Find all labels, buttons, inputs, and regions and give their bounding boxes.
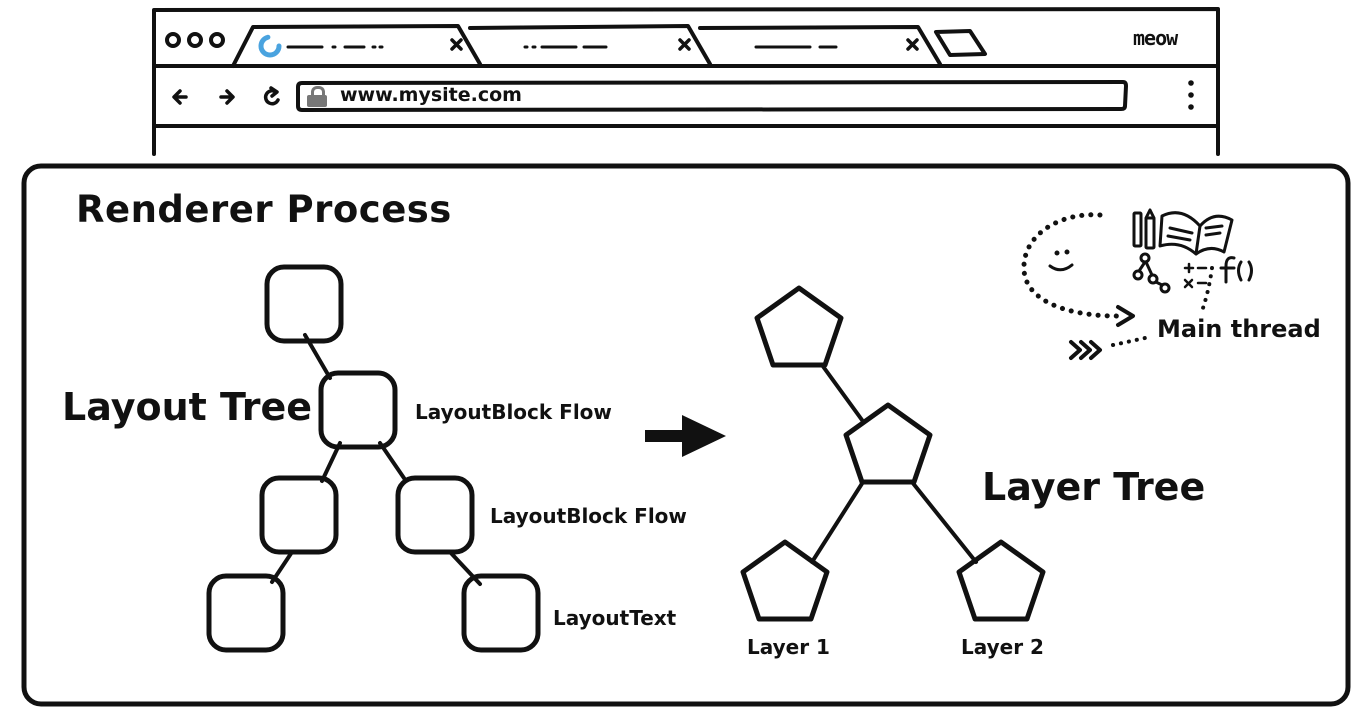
math-operators-icon — [1183, 262, 1208, 289]
reload-icon[interactable] — [263, 86, 280, 106]
main-thread-label: Main thread — [1157, 315, 1321, 343]
tree-icon — [1132, 252, 1171, 294]
layer-node-2 — [956, 539, 1046, 622]
layout-block-flow-label-2: LayoutBlock Flow — [490, 504, 687, 528]
layer-1-label: Layer 1 — [747, 635, 830, 659]
window-controls[interactable] — [165, 32, 225, 48]
tab-3-close-icon[interactable] — [906, 38, 919, 51]
layer-node-middle — [843, 402, 933, 485]
tab-2[interactable] — [468, 24, 712, 66]
menu-icon[interactable] — [1188, 80, 1194, 110]
function-icon — [1219, 256, 1253, 284]
layout-node-block-flow-2 — [395, 475, 475, 555]
transform-arrow — [645, 415, 726, 457]
tab-2-close-icon[interactable] — [678, 38, 691, 51]
back-arrow-icon[interactable] — [172, 89, 188, 105]
url-text[interactable]: www.mysite.com — [340, 84, 522, 106]
layer-node-1 — [740, 539, 830, 622]
browser-window-frame — [152, 7, 1220, 156]
layer-2-label: Layer 2 — [961, 635, 1044, 659]
profile-label[interactable]: meow — [1133, 26, 1178, 50]
layout-node-block-flow-1 — [318, 370, 398, 450]
lock-icon — [307, 86, 327, 107]
layout-block-flow-label-1: LayoutBlock Flow — [415, 400, 612, 424]
layer-tree — [740, 285, 1046, 622]
smiley-icon — [1048, 249, 1074, 272]
layout-node-left-leaf — [206, 573, 286, 653]
tab-3[interactable] — [698, 25, 942, 66]
layout-node-left — [259, 475, 339, 555]
forward-arrow-icon[interactable] — [219, 89, 235, 105]
layer-tree-label: Layer Tree — [982, 465, 1206, 509]
renderer-process-box — [21, 163, 1351, 707]
new-tab-button[interactable] — [934, 29, 987, 57]
layer-node-root — [754, 285, 844, 368]
renderer-process-title: Renderer Process — [76, 188, 452, 231]
tab-1[interactable] — [231, 24, 482, 68]
tab-1-close-icon[interactable] — [450, 38, 463, 51]
layout-tree — [206, 264, 541, 653]
layout-text-label: LayoutText — [553, 606, 677, 630]
chevrons-icon — [1069, 340, 1102, 360]
book-icon — [1158, 211, 1234, 256]
layout-node-root — [264, 264, 344, 344]
layout-tree-label: Layout Tree — [62, 385, 313, 429]
address-bar[interactable] — [296, 80, 1128, 112]
pencil-icon — [1132, 208, 1156, 250]
loading-spinner-icon — [258, 34, 282, 58]
layout-node-text — [461, 573, 541, 653]
